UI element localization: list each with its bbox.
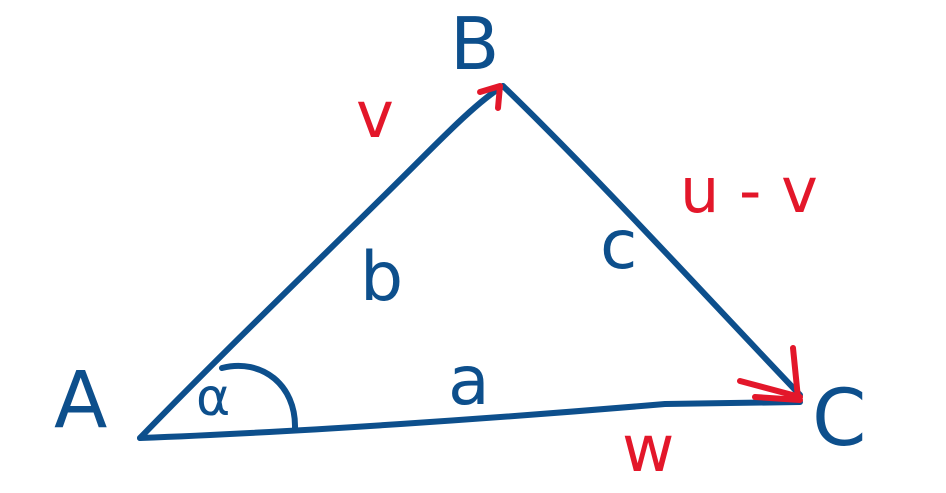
angle-label-alpha: α	[196, 368, 231, 428]
side-ab	[137, 83, 506, 441]
angle-arc	[219, 362, 299, 431]
arrowhead-b	[477, 83, 503, 111]
side-ac	[137, 399, 803, 441]
side-label-ac: a	[448, 342, 490, 421]
side-label-ab: b	[360, 238, 404, 317]
vertex-label-c: C	[812, 374, 867, 464]
vector-label-ab: v	[356, 79, 394, 153]
vertex-label-a: A	[54, 356, 108, 446]
vector-label-bc: u - v	[680, 154, 818, 227]
vector-label-ac: w	[622, 413, 675, 487]
side-label-bc: c	[600, 206, 638, 285]
side-bc	[500, 83, 803, 398]
arrowhead-c	[737, 345, 803, 403]
vertex-label-b: B	[450, 2, 500, 86]
